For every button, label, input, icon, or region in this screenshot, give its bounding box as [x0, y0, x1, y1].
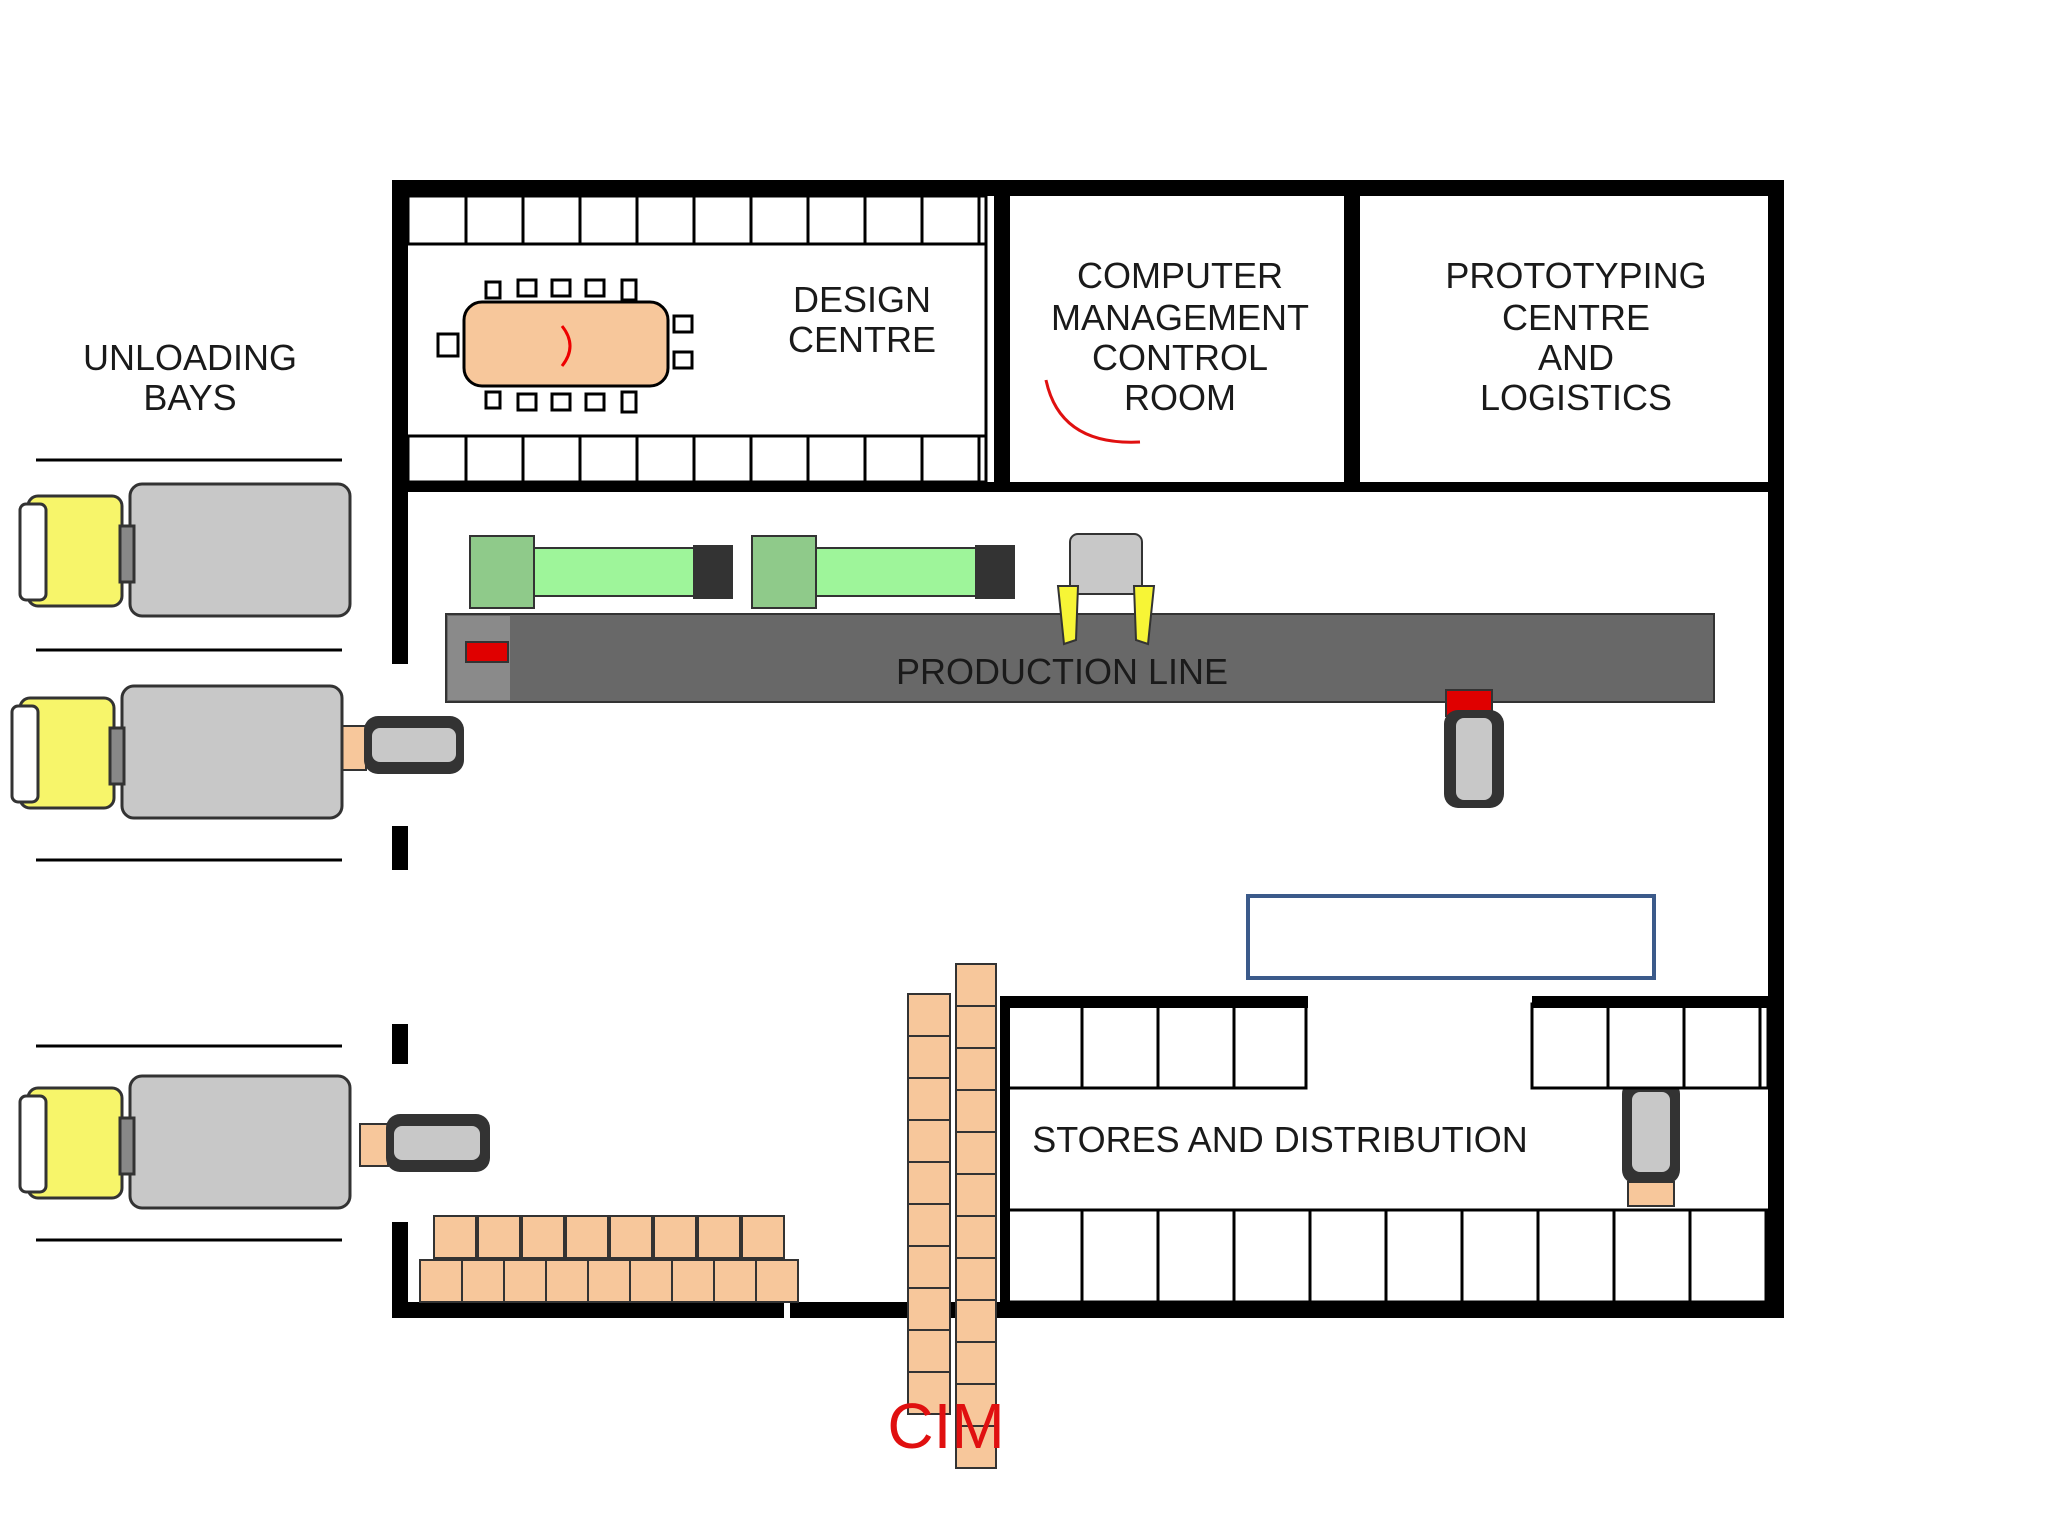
box-icon — [907, 1077, 951, 1121]
control-room-label: COMPUTER — [1077, 255, 1283, 296]
box-icon — [629, 1259, 673, 1303]
box-icon — [477, 1215, 521, 1259]
box-icon — [545, 1259, 589, 1303]
truck-icon — [18, 482, 352, 618]
stores-distribution-label: STORES AND DISTRIBUTION — [1032, 1119, 1527, 1160]
box-icon — [653, 1215, 697, 1259]
box-icon — [907, 1203, 951, 1247]
forklift-icon — [1444, 689, 1504, 808]
box-icon — [907, 993, 951, 1037]
box-icon — [955, 1005, 997, 1049]
box-icon — [955, 1299, 997, 1343]
box-icon — [955, 1047, 997, 1091]
box-icon — [419, 1259, 463, 1303]
box-icon — [907, 1035, 951, 1079]
design-centre-shelves — [406, 194, 988, 484]
box-icon — [955, 1341, 997, 1385]
design-centre-label-2: CENTRE — [788, 319, 936, 360]
box-icon — [955, 1131, 997, 1175]
production-line-conveyor — [445, 613, 1715, 703]
box-icon — [907, 1371, 951, 1415]
production-line-label: PRODUCTION LINE — [896, 651, 1228, 692]
box-icon — [565, 1215, 609, 1259]
cnc-machine-icon — [751, 535, 1015, 609]
box-icon — [609, 1215, 653, 1259]
indicator-light — [465, 641, 509, 663]
design-shelf-cells — [464, 196, 981, 244]
prototyping-label-2: CENTRE — [1502, 297, 1650, 338]
box-icon — [521, 1215, 565, 1259]
stores-walls — [1000, 996, 1770, 1302]
arc-mark — [1044, 379, 1141, 444]
box-icon — [697, 1215, 741, 1259]
forklift-icon — [359, 1114, 490, 1172]
box-icon — [955, 963, 997, 1007]
box-icon — [955, 1257, 997, 1301]
box-icon — [587, 1259, 631, 1303]
labels: UNLOADING BAYS DESIGN CENTRE COMPUTER MA… — [83, 255, 1707, 1462]
factory-walls — [392, 180, 1784, 1318]
truck-icon — [10, 684, 344, 820]
cnc-machine-icon — [469, 535, 733, 609]
meeting-table-icon — [436, 278, 694, 414]
unloading-bays-label: UNLOADING — [83, 337, 297, 378]
box-stacks — [419, 963, 997, 1469]
robot-arm-icon — [1056, 533, 1156, 646]
box-icon — [955, 1215, 997, 1259]
box-icon — [955, 1089, 997, 1133]
prototyping-label-4: LOGISTICS — [1480, 377, 1672, 418]
box-icon — [713, 1259, 757, 1303]
unloading-bays-label-2: BAYS — [143, 377, 236, 418]
box-icon — [755, 1259, 799, 1303]
box-icon — [907, 1329, 951, 1373]
control-room-label-2: MANAGEMENT — [1051, 297, 1309, 338]
control-room-label-4: ROOM — [1124, 377, 1236, 418]
prototyping-label: PROTOTYPING — [1445, 255, 1706, 296]
box-icon — [907, 1245, 951, 1289]
blank-label-box — [1246, 894, 1656, 980]
box-icon — [907, 1287, 951, 1331]
bay-lines — [36, 458, 342, 1242]
box-icon — [433, 1215, 477, 1259]
stores-shelf-cells — [1080, 1004, 1768, 1302]
diagram-title: CIM — [887, 1390, 1004, 1462]
box-icon — [741, 1215, 785, 1259]
design-shelf-cells — [464, 436, 981, 482]
design-centre-label: DESIGN — [793, 279, 931, 320]
box-icon — [955, 1173, 997, 1217]
box-icon — [907, 1161, 951, 1205]
forklift-icon — [339, 716, 464, 774]
box-icon — [671, 1259, 715, 1303]
box-icon — [503, 1259, 547, 1303]
prototyping-label-3: AND — [1538, 337, 1614, 378]
truck-icon — [18, 1074, 352, 1210]
control-room-label-3: CONTROL — [1092, 337, 1268, 378]
box-icon — [907, 1119, 951, 1163]
box-icon — [461, 1259, 505, 1303]
forklift-icon — [1622, 1080, 1680, 1207]
box-icon — [955, 1425, 997, 1469]
